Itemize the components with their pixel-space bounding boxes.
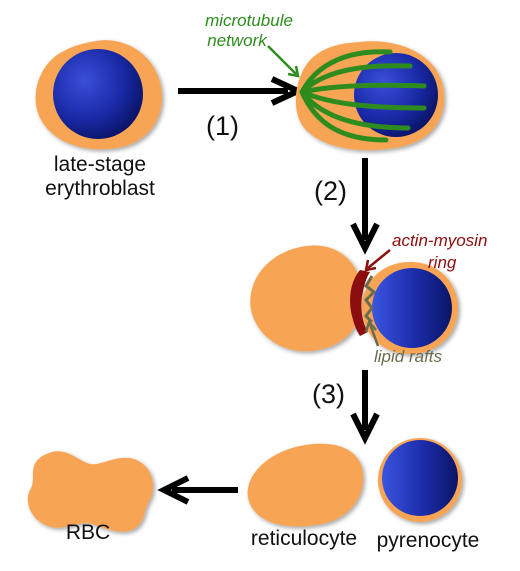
actin-myosin-ring xyxy=(350,270,370,336)
microtubule-fibers xyxy=(299,49,427,143)
arrow-step-3 xyxy=(350,370,380,445)
erythroblast-nucleus xyxy=(53,49,143,139)
dividing-cell xyxy=(250,245,458,354)
label-lipid-rafts: lipid rafts xyxy=(374,347,443,366)
microtubule-pointer xyxy=(267,45,300,78)
arrow-to-rbc xyxy=(157,475,238,505)
label-reticulocyte: reticulocyte xyxy=(251,527,357,550)
reticulocyte-cell xyxy=(247,443,364,527)
label-ring: ring xyxy=(428,253,457,272)
label-actin-myosin: actin-myosin xyxy=(392,231,487,250)
polarized-erythroblast-cell xyxy=(295,41,445,151)
label-network: network xyxy=(207,31,268,50)
label-erythroblast: erythroblast xyxy=(45,177,155,200)
dividing-nucleus xyxy=(372,268,452,348)
arrow-step-2 xyxy=(350,158,380,255)
label-microtubule: microtubule xyxy=(205,11,293,30)
step-2-label: (2) xyxy=(314,176,347,206)
label-rbc: RBC xyxy=(66,521,110,544)
dividing-left-cytoplasm xyxy=(250,245,363,352)
arrow-step-1 xyxy=(178,76,306,106)
label-pyrenocyte: pyrenocyte xyxy=(377,529,480,552)
polarized-nucleus xyxy=(354,53,438,137)
lipid-raft-marks xyxy=(364,275,377,324)
late-stage-erythroblast-cell xyxy=(35,40,163,150)
rbc-cell xyxy=(27,451,154,532)
step-3-label: (3) xyxy=(312,379,345,409)
lipid-rafts-pointer xyxy=(364,319,380,347)
actin-myosin-pointer xyxy=(364,249,391,272)
step-1-label: (1) xyxy=(206,111,239,141)
pyrenocyte-cell xyxy=(378,438,462,522)
pyrenocyte-nucleus xyxy=(382,440,458,516)
label-late-stage: late-stage xyxy=(54,153,146,176)
